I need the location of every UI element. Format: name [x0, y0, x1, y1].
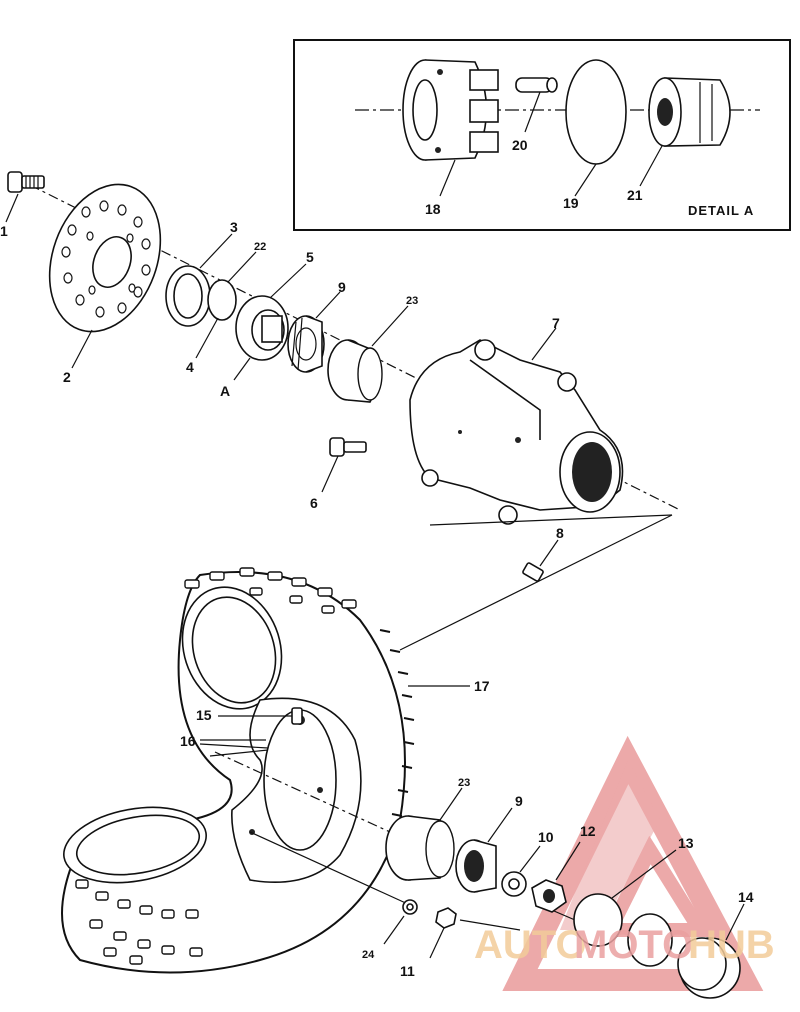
- part-23-upper-drawing: [327, 339, 383, 403]
- callout-10: 10: [538, 829, 554, 845]
- callout-7: 7: [552, 315, 560, 331]
- detail-a-box: DETAIL A: [293, 39, 791, 231]
- part-19-drawing: [565, 59, 627, 165]
- part-24-drawing: [402, 899, 418, 915]
- callout-16: 16: [180, 733, 196, 749]
- callout-12: 12: [580, 823, 596, 839]
- callout-20: 20: [512, 137, 528, 153]
- callout-22: 22: [254, 241, 266, 253]
- watermark-text: AUTO MOTO HUB: [474, 923, 775, 967]
- callout-A: A: [220, 383, 230, 399]
- part-5-drawing: [235, 295, 289, 361]
- part-20-drawing: [515, 77, 558, 93]
- part-15-drawing: [291, 707, 303, 725]
- part-13-outer-ring-drawing: [627, 913, 673, 967]
- part-13-drawing: [573, 893, 623, 947]
- part-21-drawing: [648, 77, 731, 147]
- part-14-drawing: [677, 937, 741, 999]
- part-2-drawing: [48, 183, 162, 333]
- watermark-text-part3: HUB: [688, 923, 775, 967]
- callout-15: 15: [196, 707, 212, 723]
- callout-3: 3: [230, 219, 238, 235]
- callout-1: 1: [0, 223, 8, 239]
- part-17-tire-drawing: [61, 567, 415, 974]
- part-3-drawing: [165, 265, 211, 327]
- callout-19: 19: [563, 195, 579, 211]
- part-23-lower-drawing: [385, 815, 455, 881]
- part-9-lower-drawing: [455, 839, 497, 893]
- callout-6: 6: [310, 495, 318, 511]
- part-12-drawing: [531, 879, 567, 913]
- callout-21: 21: [627, 187, 643, 203]
- callout-5: 5: [306, 249, 314, 265]
- watermark-text-part1: AUTO: [474, 923, 587, 967]
- callout-13: 13: [678, 835, 694, 851]
- callout-2: 2: [63, 369, 71, 385]
- part-1-drawing: [7, 171, 45, 193]
- watermark-text-part2: MOTO: [574, 923, 693, 967]
- part-7-drawing: [409, 339, 624, 525]
- part-6-drawing: [329, 437, 367, 457]
- part-10-drawing: [501, 871, 527, 897]
- callout-24: 24: [362, 949, 375, 961]
- callout-17: 17: [474, 678, 490, 694]
- callout-18: 18: [425, 201, 441, 217]
- part-9-upper-drawing: [287, 315, 325, 373]
- callout-4: 4: [186, 359, 194, 375]
- part-18-drawing: [402, 59, 499, 161]
- detail-title: DETAIL A: [688, 203, 754, 218]
- callout-9-upper: 9: [338, 279, 346, 295]
- callout-9-lower: 9: [515, 793, 523, 809]
- part-8-drawing: [522, 562, 544, 582]
- part-22-drawing: [207, 279, 237, 321]
- callout-8: 8: [556, 525, 564, 541]
- callout-23-lower: 23: [458, 777, 470, 789]
- callout-23-upper: 23: [406, 295, 418, 307]
- callout-14: 14: [738, 889, 754, 905]
- part-11-drawing: [435, 907, 457, 929]
- callout-11: 11: [400, 963, 415, 979]
